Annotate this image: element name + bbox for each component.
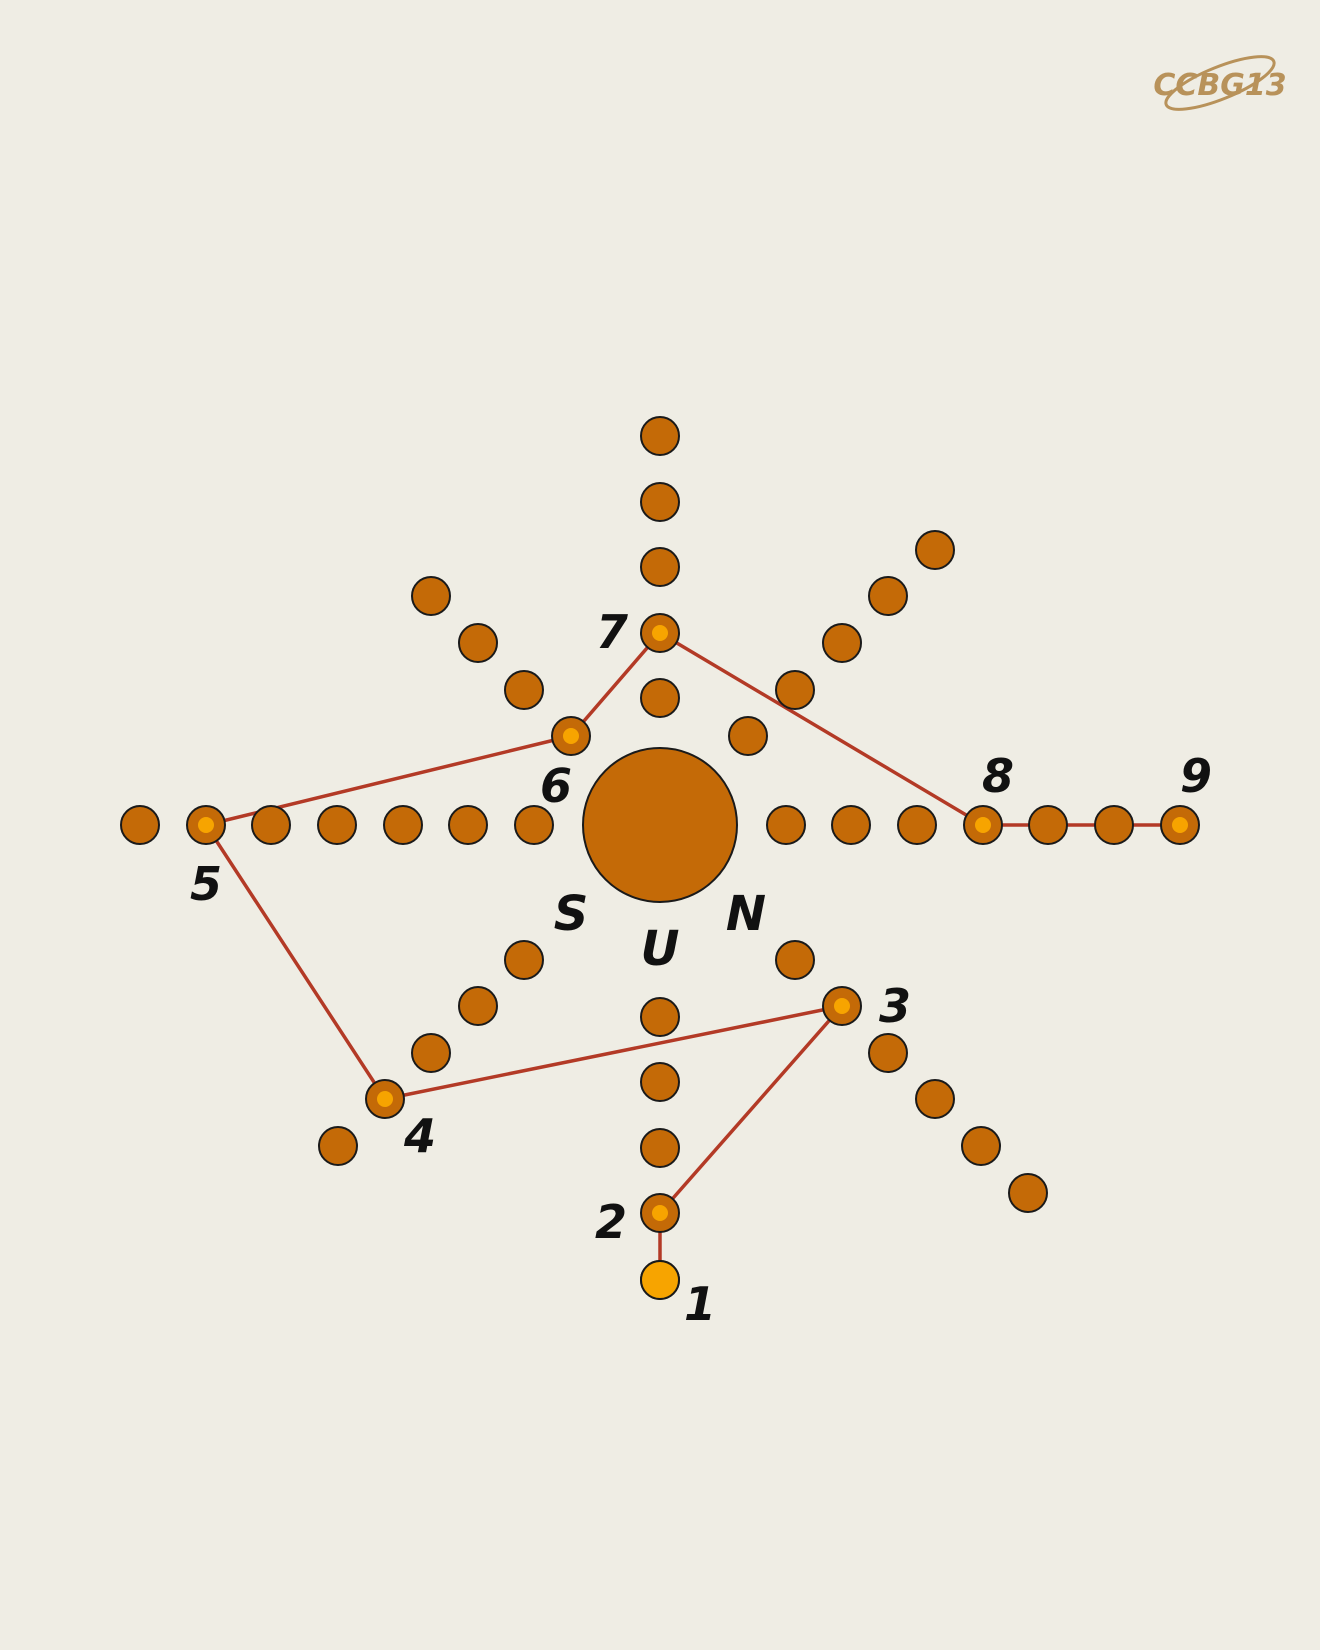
step-label-6: 6 [540,759,572,813]
numbered-point-center [652,625,668,641]
dot [1094,805,1134,845]
dot [868,1033,908,1073]
step-label-2: 2 [595,1195,627,1249]
dot [775,670,815,710]
dot [831,805,871,845]
dot [120,805,160,845]
path-segment [658,631,985,827]
path-segment [569,631,662,738]
path-segment [658,1004,844,1215]
path-segment [204,823,387,1101]
dot [775,940,815,980]
dot [897,805,937,845]
dot [251,805,291,845]
path-segment [383,1004,844,1101]
dot [915,1079,955,1119]
dot [640,1062,680,1102]
numbered-points [198,625,1188,1300]
dot [383,805,423,845]
logo-mark: CCBG13 [1153,55,1287,111]
dot [640,997,680,1037]
dot [961,1126,1001,1166]
dot [868,576,908,616]
dot [1008,1173,1048,1213]
dot [640,1128,680,1168]
step-label-8: 8 [982,749,1014,803]
dot [504,670,544,710]
dot [640,482,680,522]
numbered-point-center [652,1205,668,1221]
step-label-4: 4 [403,1109,436,1163]
dot [766,805,806,845]
letter-u: U [641,921,680,977]
dot [514,805,554,845]
dot [458,986,498,1026]
numbered-point-center [198,817,214,833]
dot [411,576,451,616]
sun-center [582,747,738,903]
numbered-point-center [834,998,850,1014]
labels-layer: S U N 1 2 3 4 5 6 7 8 9 [190,605,1212,1331]
step-label-9: 9 [1180,749,1212,803]
dot [448,805,488,845]
step-label-5: 5 [190,857,222,911]
dot [411,1033,451,1073]
dot [458,623,498,663]
numbered-point-center [975,817,991,833]
dot [640,678,680,718]
sun-disc [582,747,738,903]
start-point [640,1260,680,1300]
numbered-point-center [1172,817,1188,833]
dot [640,547,680,587]
logo-orbit-ring [1164,55,1276,111]
numbered-point-center [377,1091,393,1107]
letter-s: S [554,886,589,942]
dot [822,623,862,663]
dot [1028,805,1068,845]
dot [317,805,357,845]
step-label-1: 1 [684,1277,716,1331]
dot [915,530,955,570]
step-label-3: 3 [879,979,911,1033]
logo-text: CCBG13 [1153,68,1286,103]
dot [318,1126,358,1166]
letter-n: N [726,886,766,942]
numbered-point-center [563,728,579,744]
dot [504,940,544,980]
dot [728,716,768,756]
step-label-7: 7 [596,605,628,659]
dot [640,416,680,456]
